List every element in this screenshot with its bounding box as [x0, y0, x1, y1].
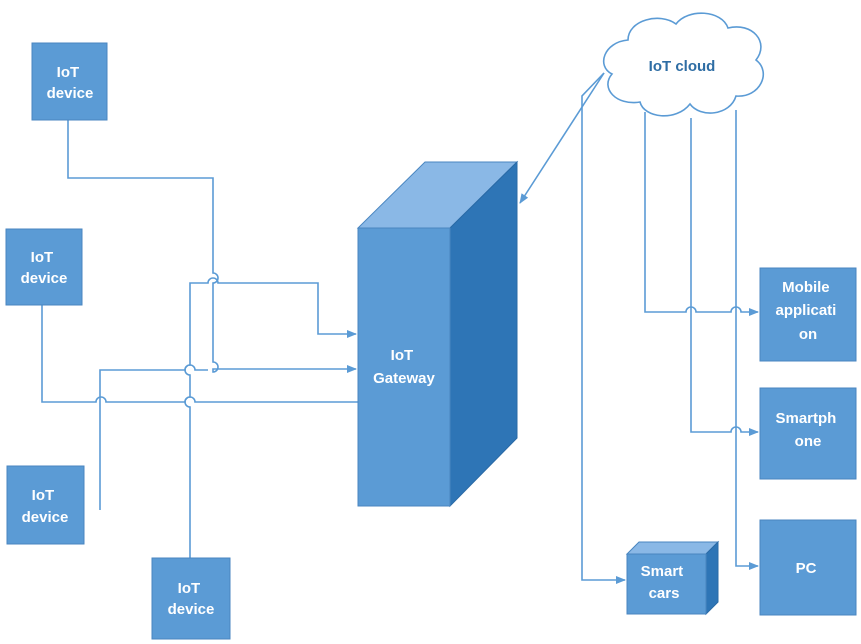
pc: PC [759, 519, 857, 616]
gateway-front-face [357, 227, 451, 507]
link-cloud-mobileapp [644, 112, 759, 316]
smartphone-label: Smartph one [775, 410, 840, 450]
smart-cars-front-face [626, 553, 707, 615]
link-cloud-smartcars [581, 72, 626, 584]
smart-cars: Smart cars [625, 540, 720, 616]
gateway-label: IoT Gateway [373, 347, 435, 387]
iot-device-1-label: IoT device [47, 64, 94, 102]
iot-gateway: IoT Gateway [356, 160, 519, 508]
smart-cars-top-face [625, 541, 720, 555]
link-cloud-pc [735, 110, 759, 570]
cloud-label: IoT cloud [649, 58, 716, 75]
link-device3-gateway [99, 364, 208, 510]
smart-cars-side-face [705, 540, 719, 616]
iot-device-4-label: IoT device [168, 580, 215, 618]
iot-device-2: IoT device [5, 228, 83, 306]
iot-cloud: IoT cloud [602, 12, 765, 117]
iot-device-4: IoT device [151, 557, 231, 640]
smartphone: Smartph one [759, 387, 857, 480]
link-cloud-gateway [519, 72, 605, 204]
pc-label: PC [796, 560, 817, 577]
link-device4-gateway [184, 277, 357, 558]
mobile-application: Mobile applicati on [759, 267, 857, 362]
link-device1-gateway [67, 120, 357, 373]
smart-cars-label: Smart cars [641, 563, 688, 602]
iot-device-2-label: IoT device [21, 249, 68, 287]
iot-device-3-label: IoT device [22, 487, 69, 526]
iot-device-1: IoT device [31, 42, 108, 121]
cloud-icon [602, 12, 765, 117]
link-cloud-smartphone [690, 118, 759, 436]
link-device2-gateway [41, 305, 360, 403]
mobile-application-label: Mobile applicati on [775, 279, 840, 343]
iot-device-3: IoT device [6, 465, 85, 545]
